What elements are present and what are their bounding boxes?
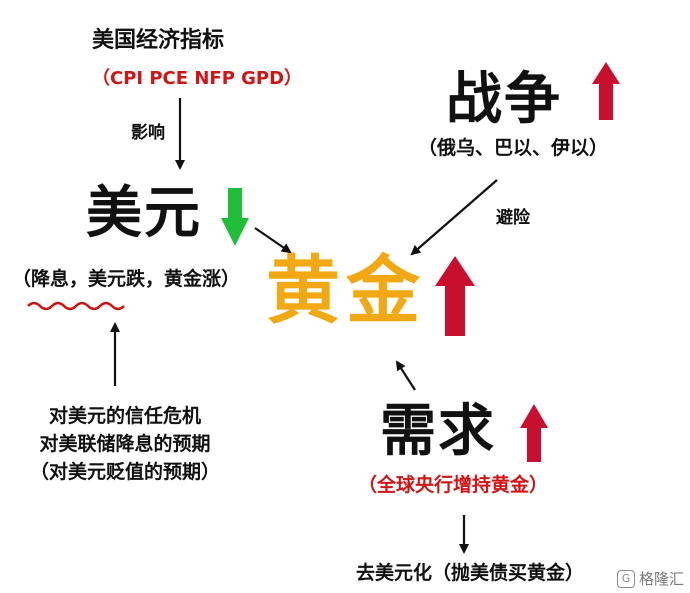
war-up-arrow-icon (592, 62, 620, 120)
watermark: G 格隆汇 (616, 568, 684, 589)
usd-trust-line-1: 对美元的信任危机 (48, 405, 201, 427)
usd-detail: （降息，美元跌，黄金涨） (12, 268, 241, 290)
wavy-underline-decoration (27, 301, 125, 311)
war-title: 战争 (446, 67, 562, 132)
us-indicators-title: 美国经济指标 (92, 28, 225, 53)
demand-up-arrow-icon (520, 404, 548, 462)
usd-trust-line-3: （对美元贬值的预期） (29, 461, 220, 483)
gold-up-arrow-icon (435, 256, 475, 336)
arrow-demand-to-gold (395, 360, 416, 391)
watermark-logo-icon: G (616, 569, 635, 588)
demand-detail: （全球央行增持黄金） (358, 474, 549, 496)
dedollar-title: 去美元化（抛美债买黄金） (356, 562, 585, 584)
war-detail: （俄乌、巴以、伊以） (418, 137, 609, 159)
demand-title: 需求 (380, 399, 496, 464)
edge-label-hedge: 避险 (496, 208, 530, 228)
arrow-war-to-gold (410, 179, 498, 256)
usd-title: 美元 (86, 181, 202, 246)
usd-trust-line-2: 对美联储降息的预期 (39, 433, 211, 455)
usd-down-arrow-icon (221, 188, 249, 246)
watermark-text: 格隆汇 (638, 570, 684, 588)
us-indicators-detail: （CPI PCE NFP GPD） (92, 68, 303, 89)
gold-title: 黄金 (266, 248, 426, 334)
usd-trust-block: 对美元的信任危机 对美联储降息的预期 （对美元贬值的预期） (20, 402, 230, 486)
edge-label-influence: 影响 (131, 123, 165, 143)
arrow-usd-to-gold (254, 227, 292, 254)
